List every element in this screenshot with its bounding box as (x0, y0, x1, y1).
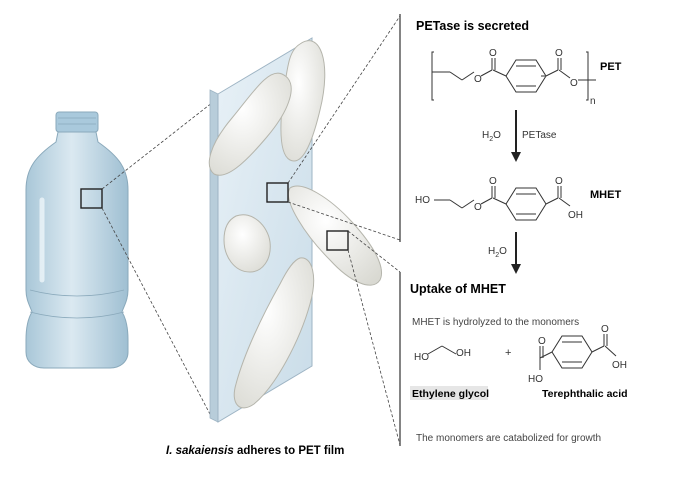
pet-structure (431, 51, 596, 101)
atom-o: O (489, 176, 497, 187)
film-zoom-lines (287, 15, 401, 446)
arrow-head (511, 152, 521, 162)
mhet-oh: OH (568, 210, 583, 221)
bacterium (223, 214, 271, 273)
terephthalic-acid-structure (539, 334, 617, 370)
atom-o: O (474, 74, 482, 85)
heading-uptake-of-mhet: Uptake of MHET (410, 282, 506, 296)
film-zoom-box-1 (266, 182, 289, 203)
tpa-oh: OH (612, 360, 627, 371)
atom-o: O (474, 202, 482, 213)
ethylene-glycol-structure (427, 345, 457, 355)
mhet-ho: HO (415, 195, 430, 206)
reaction-panel: PETase is secreted O O O O n PET (399, 14, 628, 446)
figure-caption: I. sakaiensis adheres to PET film (166, 445, 344, 457)
bacterium (208, 72, 292, 176)
film-zoom-box-2 (326, 230, 349, 251)
polymer-subscript-n: n (590, 96, 596, 107)
water-label-2: H2O (488, 246, 507, 259)
catabolized-text: The monomers are catabolized for growth (416, 433, 601, 444)
plastic-bottle (25, 111, 129, 369)
water-label-1: H2O (482, 130, 501, 143)
tpa-ho: HO (528, 374, 543, 385)
atom-o: O (555, 48, 563, 59)
plus-sign: + (505, 347, 511, 359)
atom-o: O (601, 324, 609, 335)
hydrolyzed-text: MHET is hydrolyzed to the monomers (412, 317, 579, 328)
caption-organism: I. sakaiensis (166, 445, 234, 457)
bottle-cap (55, 111, 99, 133)
ethylene-glycol-highlight (410, 386, 488, 400)
atom-o: O (538, 336, 546, 347)
bacterium (233, 257, 315, 409)
bacterium (288, 185, 382, 286)
mhet-structure (434, 186, 571, 221)
mhet-label: MHET (590, 189, 621, 201)
heading-petase-secreted: PETase is secreted (416, 19, 529, 33)
terephthalic-acid-label: Terephthalic acid (542, 388, 628, 400)
caption-rest: adheres to PET film (234, 445, 345, 457)
arrow-head (511, 264, 521, 274)
eg-ho: HO (414, 352, 429, 363)
atom-o: O (555, 176, 563, 187)
petase-enzyme-label: PETase (522, 130, 557, 141)
atom-o: O (570, 78, 578, 89)
bottle-zoom-lines (101, 94, 223, 419)
eg-oh: OH (456, 348, 471, 359)
ethylene-glycol-label: Ethylene glycol (412, 388, 489, 400)
bottle-zoom-box (80, 188, 103, 209)
atom-o: O (489, 48, 497, 59)
pet-label: PET (600, 61, 622, 73)
bacteria-cells (208, 40, 382, 409)
